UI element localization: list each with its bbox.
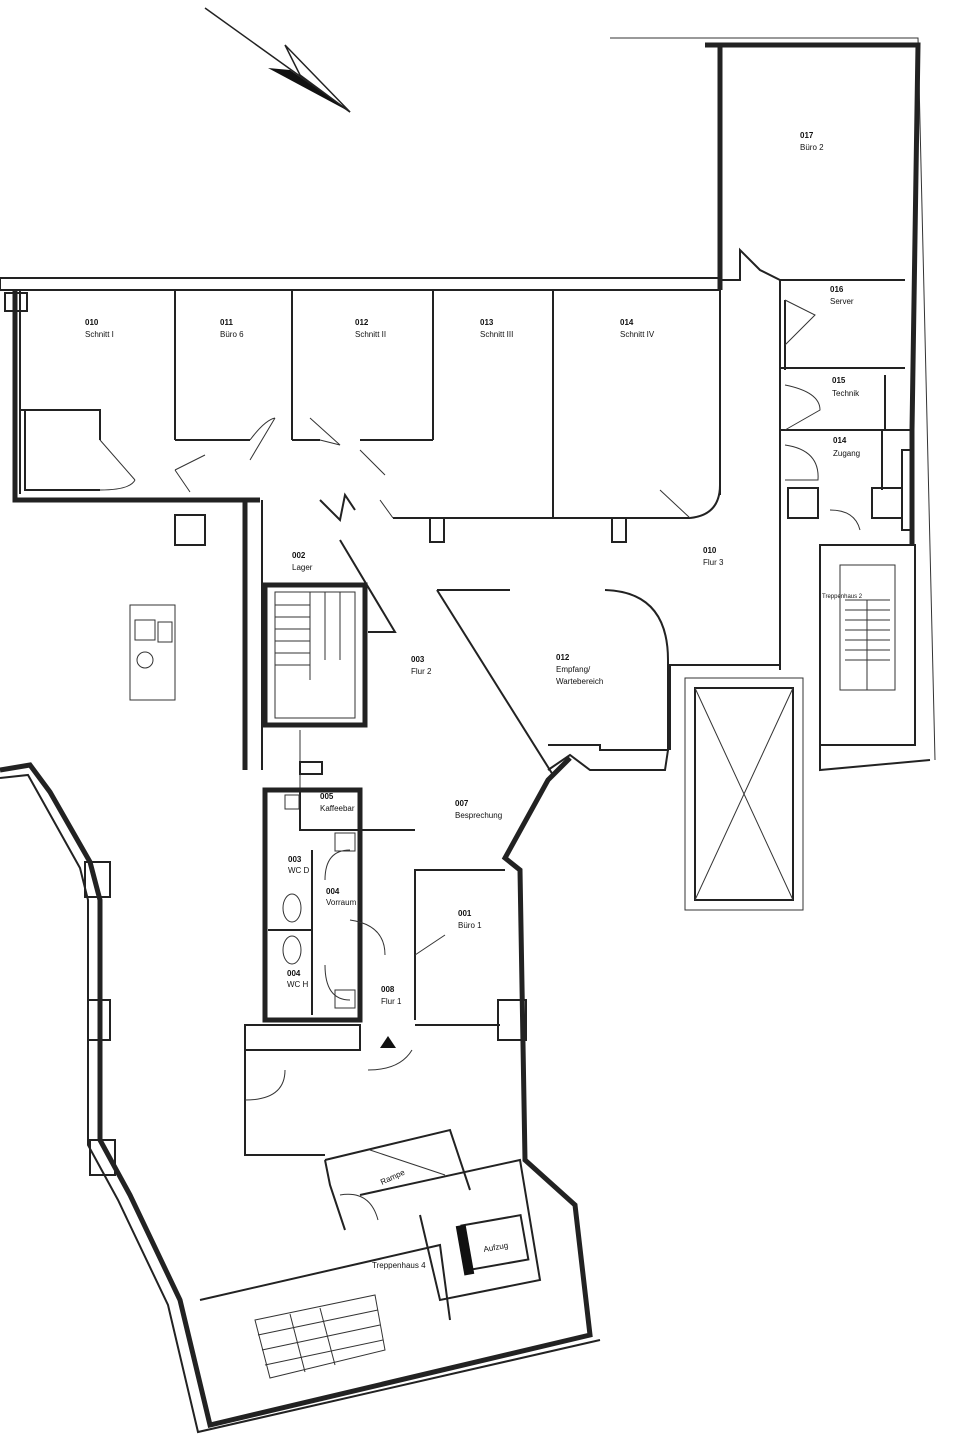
svg-text:003: 003 bbox=[411, 655, 425, 664]
entrance-arrow-icon bbox=[380, 1036, 396, 1048]
svg-text:008: 008 bbox=[381, 985, 395, 994]
svg-text:WC D: WC D bbox=[288, 866, 310, 875]
svg-text:Server: Server bbox=[830, 297, 854, 306]
stair-south-label: Treppenhaus 4 bbox=[372, 1261, 426, 1270]
svg-text:004: 004 bbox=[287, 969, 301, 978]
svg-text:014: 014 bbox=[620, 318, 634, 327]
svg-text:Kaffeebar: Kaffeebar bbox=[320, 804, 355, 813]
svg-text:Schnitt II: Schnitt II bbox=[355, 330, 386, 339]
svg-text:Flur 2: Flur 2 bbox=[411, 667, 432, 676]
svg-text:Schnitt III: Schnitt III bbox=[480, 330, 513, 339]
svg-text:003: 003 bbox=[288, 855, 302, 864]
north-arrow-icon bbox=[204, 7, 351, 113]
svg-text:Büro 6: Büro 6 bbox=[220, 330, 244, 339]
svg-text:Büro 2: Büro 2 bbox=[800, 143, 824, 152]
east-wing-walls bbox=[669, 42, 931, 911]
svg-text:Büro 1: Büro 1 bbox=[458, 921, 482, 930]
svg-text:Technik: Technik bbox=[832, 389, 860, 398]
svg-text:Schnitt I: Schnitt I bbox=[85, 330, 114, 339]
svg-text:013: 013 bbox=[480, 318, 494, 327]
svg-text:Wartebereich: Wartebereich bbox=[556, 677, 603, 686]
svg-text:Flur 1: Flur 1 bbox=[381, 997, 402, 1006]
svg-text:010: 010 bbox=[85, 318, 99, 327]
room-label-wc-h: 004 WC H bbox=[287, 969, 309, 989]
centre-walls bbox=[242, 492, 669, 790]
room-label-wc-d: 003 WC D bbox=[288, 855, 310, 875]
svg-text:012: 012 bbox=[355, 318, 369, 327]
svg-text:Vorraum: Vorraum bbox=[326, 898, 357, 907]
svg-text:005: 005 bbox=[320, 792, 334, 801]
south-west-facade bbox=[0, 756, 601, 1434]
svg-text:WC H: WC H bbox=[287, 980, 309, 989]
svg-text:014: 014 bbox=[833, 436, 847, 445]
svg-text:Flur 3: Flur 3 bbox=[703, 558, 724, 567]
svg-text:004: 004 bbox=[326, 887, 340, 896]
svg-text:010: 010 bbox=[703, 546, 717, 555]
svg-text:011: 011 bbox=[220, 318, 233, 327]
stair-east-label: Treppenhaus 2 bbox=[822, 594, 863, 600]
svg-text:Schnitt IV: Schnitt IV bbox=[620, 330, 655, 339]
wc-block-walls bbox=[244, 787, 505, 1071]
svg-text:016: 016 bbox=[830, 285, 844, 294]
svg-text:002: 002 bbox=[292, 551, 306, 560]
property-line bbox=[610, 37, 936, 761]
svg-text:007: 007 bbox=[455, 799, 469, 808]
svg-text:015: 015 bbox=[832, 376, 846, 385]
svg-text:012: 012 bbox=[556, 653, 570, 662]
svg-text:001: 001 bbox=[458, 909, 472, 918]
exterior-fixtures bbox=[129, 604, 176, 701]
svg-text:Lager: Lager bbox=[292, 563, 313, 572]
elevator-label: Aufzug bbox=[483, 1241, 509, 1254]
svg-text:Empfang/: Empfang/ bbox=[556, 665, 591, 674]
svg-text:Besprechung: Besprechung bbox=[455, 811, 502, 820]
svg-text:Zugang: Zugang bbox=[833, 449, 860, 458]
ramp-label: Rampe bbox=[379, 1168, 407, 1187]
svg-text:017: 017 bbox=[800, 131, 814, 140]
